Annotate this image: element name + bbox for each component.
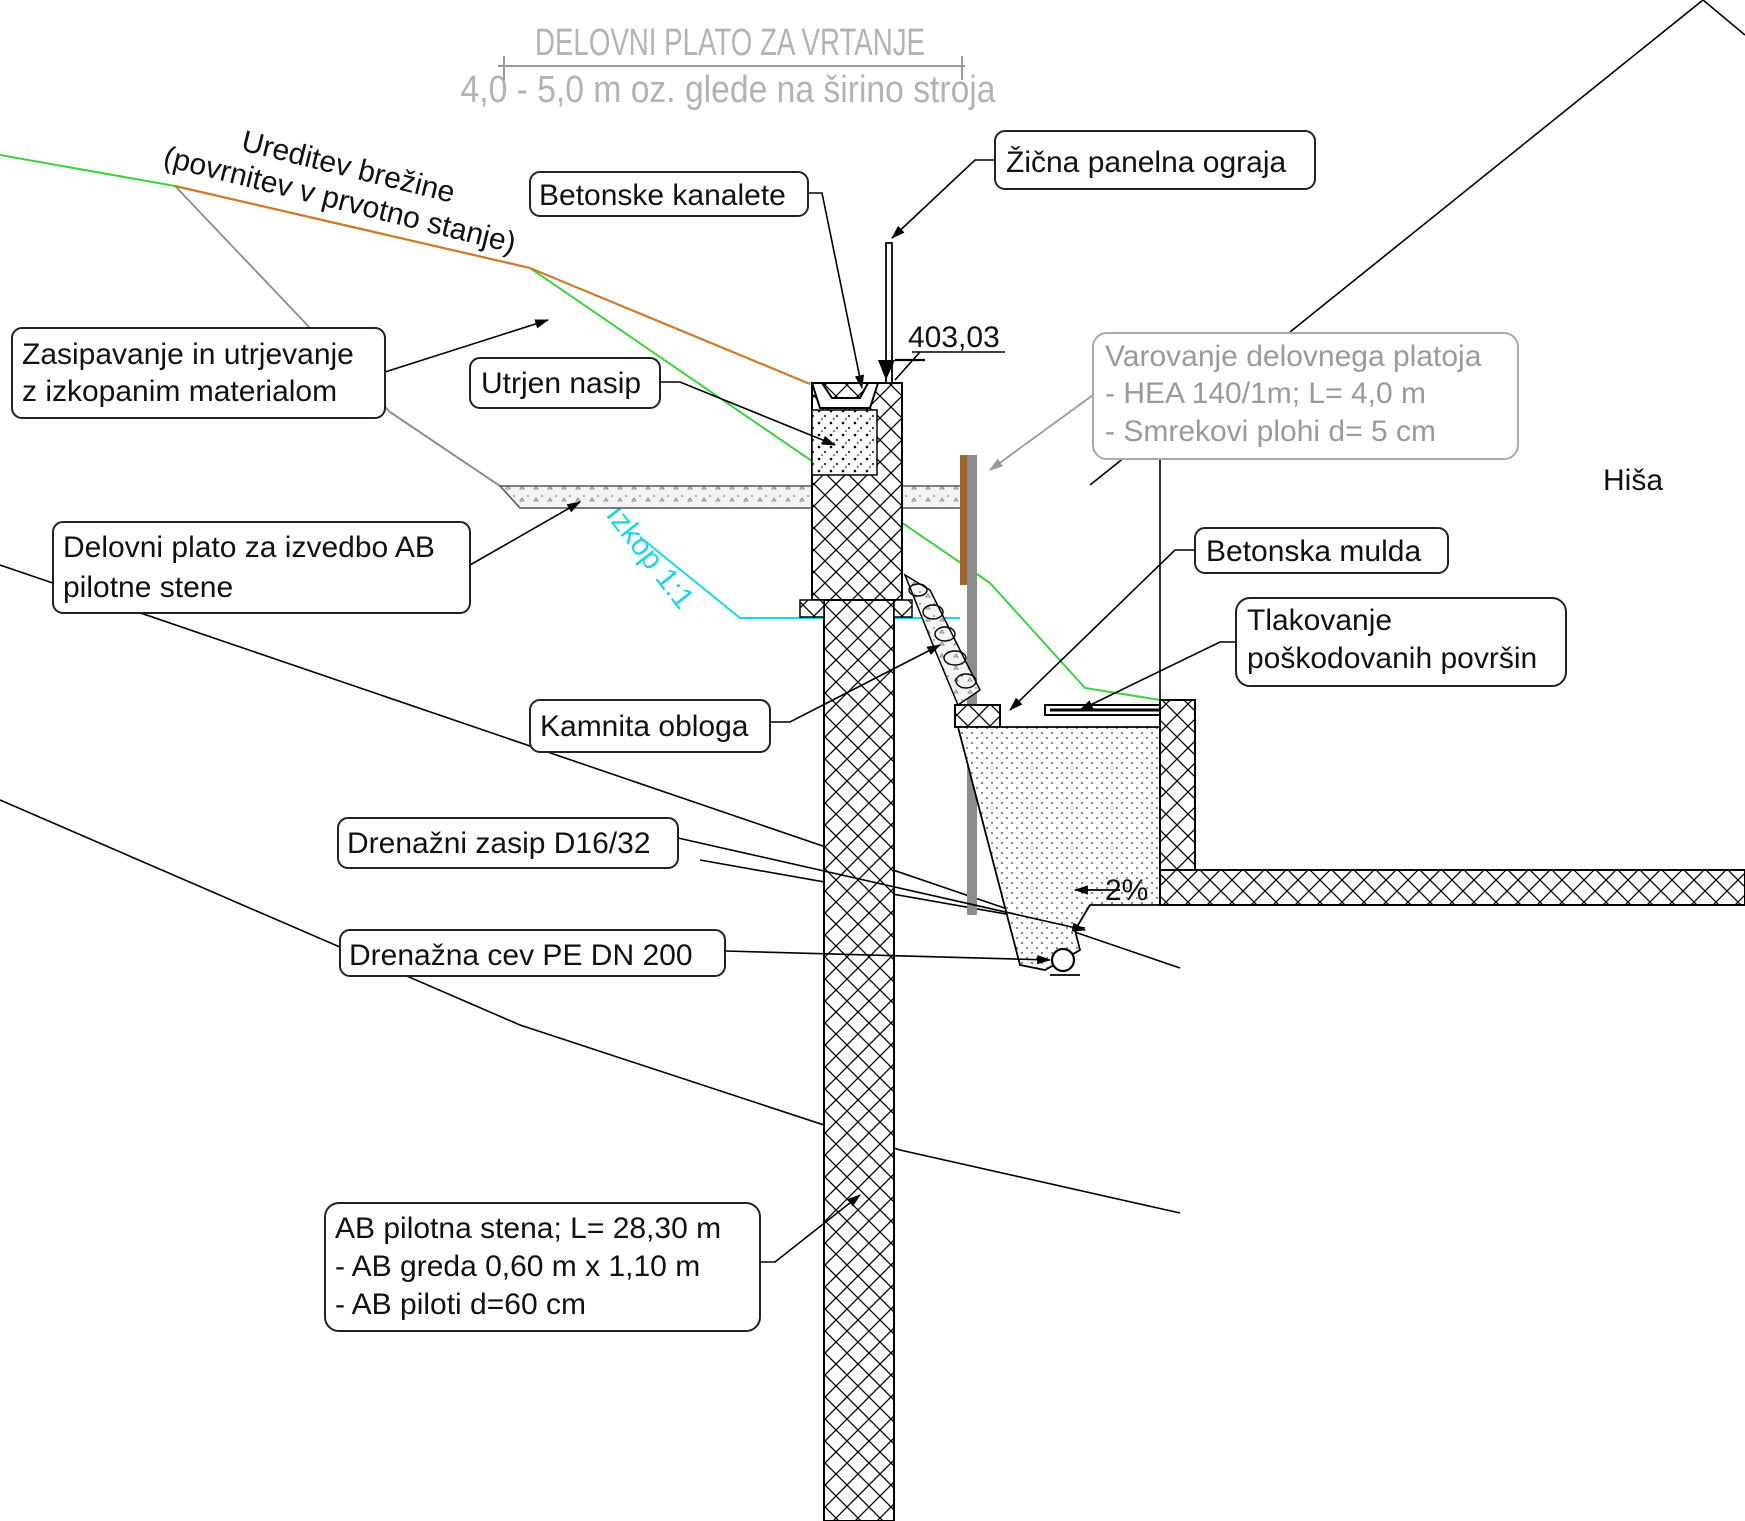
concrete-gutter [954,704,1001,728]
svg-text:Utrjen nasip: Utrjen nasip [481,367,641,400]
svg-text:Delovni plato za izvedbo AB: Delovni plato za izvedbo AB [63,531,435,564]
svg-text:Varovanje delovnega platoja: Varovanje delovnega platoja [1105,340,1482,373]
drainage-backfill [956,726,1161,971]
concrete-channel [810,382,880,409]
house-outline [1089,0,1745,700]
svg-text:z izkopanim materialom: z izkopanim materialom [22,375,337,408]
callout-delovni-plato: Delovni plato za izvedbo AB pilotne sten… [52,521,471,614]
capping-beam-step-left [799,599,825,618]
callout-tlakovanje: Tlakovanje poškodovanih površin [1235,597,1567,687]
svg-text:Drenažna cev PE DN 200: Drenažna cev PE DN 200 [349,939,693,972]
existing-terrain-line [0,154,1161,701]
callout-betonska-mulda: Betonska mulda [1194,527,1449,574]
svg-text:- AB piloti d=60 cm: - AB piloti d=60 cm [335,1288,586,1321]
callout-drenazni-zasip: Drenažni zasip D16/32 [337,817,679,869]
header-line-1: DELOVNI PLATO ZA VRTANJE [535,22,925,64]
stone-cladding-pebbles [908,583,977,689]
callout-varovanje: Varovanje delovnega platoja - HEA 140/1m… [1092,332,1519,460]
house-floor-slab [1159,869,1745,906]
callout-drenazna-cev: Drenažna cev PE DN 200 [339,929,726,977]
compacted-fill-block [811,409,878,476]
svg-text:- AB greda 0,60 m x 1,10 m: - AB greda 0,60 m x 1,10 m [335,1250,700,1283]
callout-kamnita-obloga: Kamnita obloga [529,699,771,753]
restored-terrain-line [174,184,811,386]
capping-beam-step-right [893,599,913,618]
drilling-platform-header: DELOVNI PLATO ZA VRTANJE 4,0 - 5,0 m oz.… [461,22,997,111]
svg-text:- HEA 140/1m; L= 4,0 m: - HEA 140/1m; L= 4,0 m [1105,377,1426,410]
callout-leaders [384,159,1236,1263]
excavation-label: Izkop 1:1 [599,499,700,615]
callout-zasipavanje: Zasipavanje in utrjevanje z izkopanim ma… [11,327,386,419]
svg-text:Žična panelna ograja: Žična panelna ograja [1006,146,1287,179]
svg-text:Betonska mulda: Betonska mulda [1206,535,1421,568]
svg-text:Drenažni zasip D16/32: Drenažni zasip D16/32 [347,827,651,860]
slope-restoration-label: Ureditev brežine (povrnitev v prvotno st… [160,125,519,260]
timber-lagging [960,455,968,585]
callout-utrjen-nasip: Utrjen nasip [469,357,661,409]
elevation-marker [878,351,1005,381]
header-line-2: 4,0 - 5,0 m oz. glede na širino stroja [461,69,997,111]
house-label: Hiša [1603,464,1663,497]
svg-text:- Smrekovi plohi d= 5 cm: - Smrekovi plohi d= 5 cm [1105,415,1436,448]
pile-wall [823,599,895,1521]
slope-percent: 2% [1105,874,1148,907]
fence-post [885,242,893,384]
elevation-value: 403,03 [908,321,1000,354]
svg-text:AB pilotna stena; L= 28,30 m: AB pilotna stena; L= 28,30 m [335,1212,721,1245]
svg-text:pilotne stene: pilotne stene [63,571,233,604]
svg-text:poškodovanih površin: poškodovanih površin [1247,642,1537,675]
callout-zicna-ograja: Žična panelna ograja [994,130,1316,190]
svg-text:Kamnita obloga: Kamnita obloga [540,710,749,743]
svg-text:Zasipavanje in utrjevanje: Zasipavanje in utrjevanje [22,338,354,371]
drainage-pipe [1050,947,1076,973]
svg-text:Betonske kanalete: Betonske kanalete [539,179,786,212]
svg-text:Tlakovanje: Tlakovanje [1247,604,1392,637]
callout-betonske-kanalete: Betonske kanalete [529,171,809,217]
construction-lines [174,185,501,487]
callout-pilotna-stena: AB pilotna stena; L= 28,30 m - AB greda … [324,1202,761,1332]
